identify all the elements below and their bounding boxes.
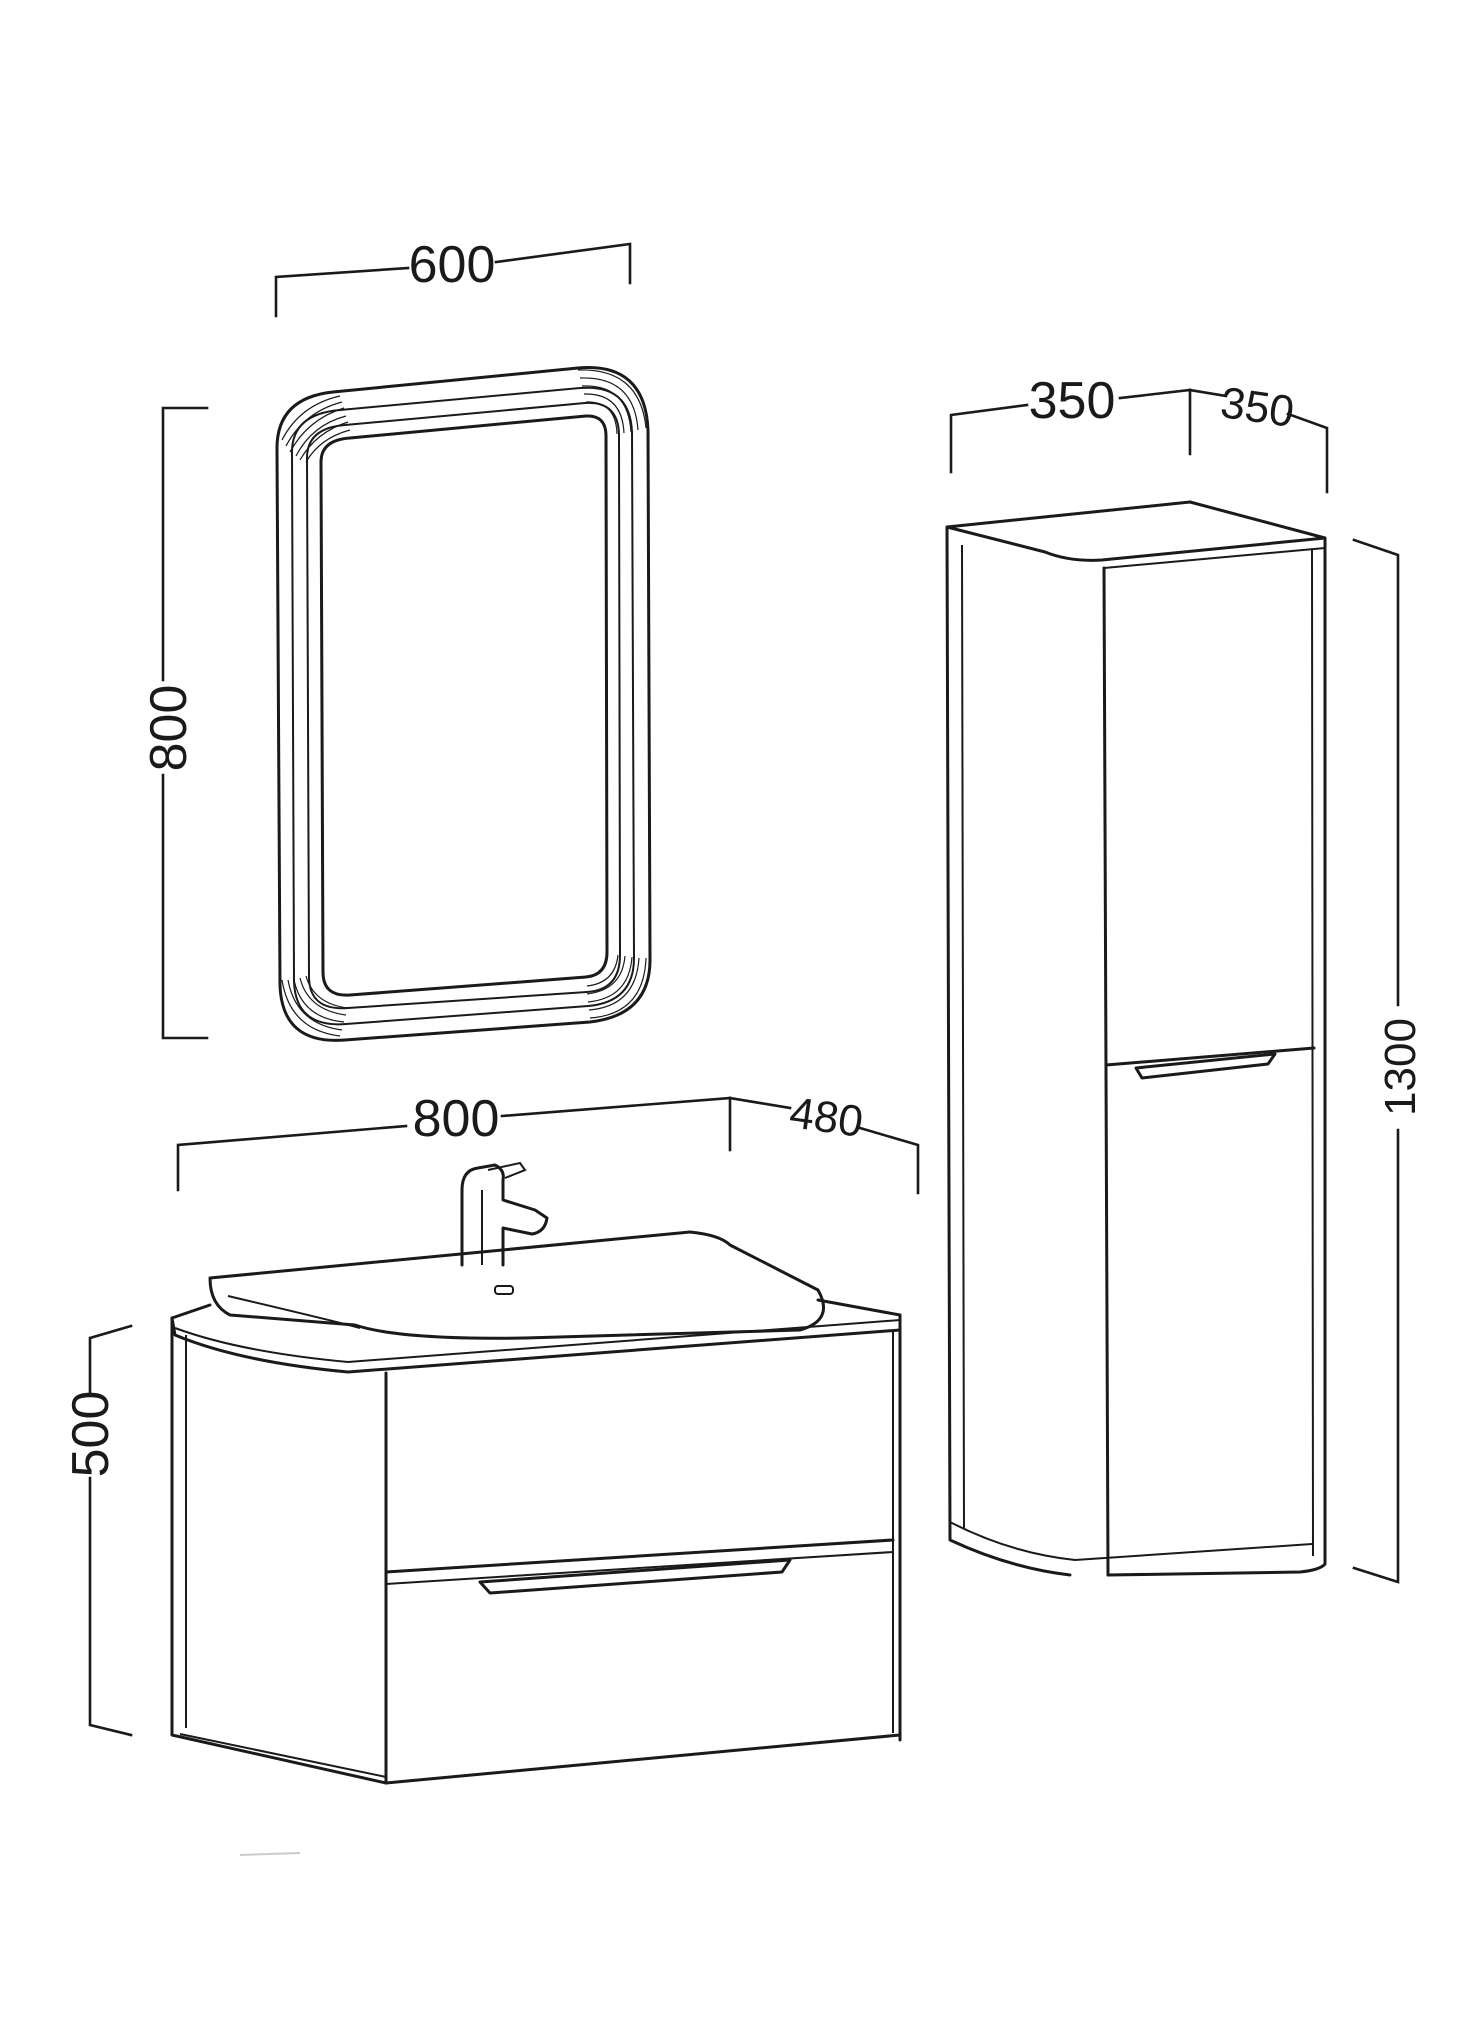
tall-cabinet [945, 500, 1327, 1577]
cabinet-width-dimension: 350 [949, 372, 1192, 474]
vanity-height-dimension: 500 [62, 1324, 133, 1737]
floor-mark [239, 1852, 301, 1856]
vanity-width-dimension: 800 [176, 1090, 732, 1192]
cabinet-depth-label: 350 [1218, 378, 1298, 437]
cabinet-depth-dimension: 350 [1188, 378, 1329, 494]
mirror-width-dimension: 600 [274, 236, 632, 318]
vanity-depth-dimension: 480 [728, 1088, 920, 1195]
vanity [170, 1161, 902, 1785]
vanity-width-label: 800 [413, 1090, 500, 1148]
mirror-height-label: 800 [140, 685, 198, 772]
cabinet-height-label: 1300 [1376, 1018, 1425, 1116]
faucet [460, 1161, 549, 1267]
vanity-height-label: 500 [62, 1391, 120, 1478]
mirror-corner-hatching [281, 369, 647, 1037]
vanity-depth-label: 480 [787, 1088, 867, 1147]
cabinet-width-label: 350 [1029, 372, 1116, 430]
cabinet-height-dimension: 1300 [1352, 538, 1425, 1584]
mirror [275, 366, 652, 1042]
mirror-width-label: 600 [409, 236, 496, 294]
mirror-height-dimension: 800 [140, 406, 209, 1040]
